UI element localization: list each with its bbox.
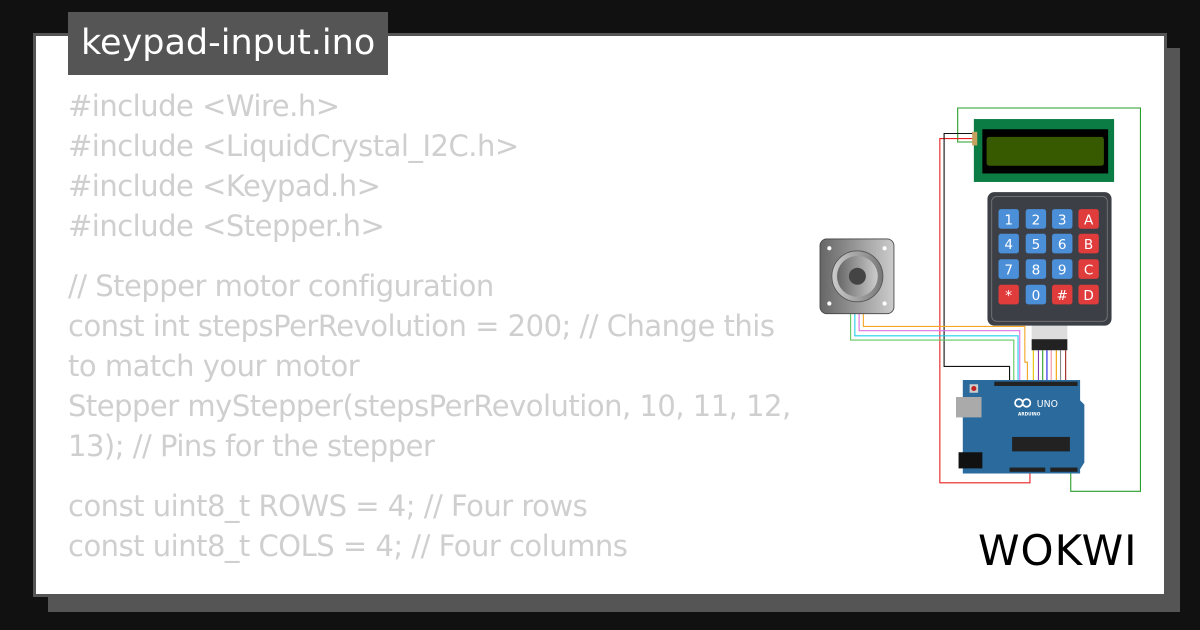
key-label: B xyxy=(1084,237,1093,253)
code-line: const uint8_t COLS = 4; // Four columns xyxy=(68,529,628,563)
code-line: #include <Wire.h> xyxy=(68,89,340,123)
wires xyxy=(850,107,1142,492)
key-label: # xyxy=(1057,288,1068,304)
arduino-uno[interactable]: UNO ARDUINO xyxy=(956,380,1085,474)
power-jack xyxy=(958,452,983,469)
code-preview: #include <Wire.h> #include <LiquidCrystal… xyxy=(68,86,808,566)
wire-cyan-motor xyxy=(854,313,1019,384)
keypad-key[interactable]: 4 xyxy=(998,233,1019,254)
stepper-motor[interactable] xyxy=(819,238,895,315)
keypad-key[interactable]: B xyxy=(1078,233,1099,254)
key-label: D xyxy=(1083,288,1093,304)
keypad-key[interactable]: 3 xyxy=(1052,209,1073,229)
usb-port xyxy=(956,397,982,418)
key-label: 5 xyxy=(1032,237,1041,253)
code-line: #include <LiquidCrystal_I2C.h> xyxy=(68,129,519,163)
key-label: 3 xyxy=(1058,212,1067,228)
code-line: #include <Stepper.h> xyxy=(68,209,385,243)
keypad-key[interactable]: 5 xyxy=(1025,233,1047,254)
keypad-key[interactable]: 8 xyxy=(1025,259,1047,279)
wire-green-motor xyxy=(850,313,1015,384)
code-line: Stepper myStepper(stepsPerRevolution, 10… xyxy=(68,389,800,463)
keypad-key[interactable]: 0 xyxy=(1025,284,1047,305)
wire-green-sda xyxy=(957,107,1142,492)
keypad-key[interactable]: 2 xyxy=(1025,209,1047,229)
keypad-key[interactable]: 7 xyxy=(998,259,1019,279)
key-label: 8 xyxy=(1032,263,1041,279)
key-label: 7 xyxy=(1004,263,1013,279)
key-label: 4 xyxy=(1004,237,1013,253)
keypad-key[interactable]: 9 xyxy=(1052,259,1073,279)
wire-pink-motor xyxy=(858,313,1021,384)
uno-label: UNO xyxy=(1037,399,1058,410)
keypad-key[interactable]: 1 xyxy=(998,209,1019,229)
key-label: 6 xyxy=(1058,237,1067,253)
code-line: #include <Keypad.h> xyxy=(68,169,381,203)
keypad-key[interactable]: D xyxy=(1078,284,1099,305)
wire-black-gnd xyxy=(943,132,1011,384)
keypad-key[interactable]: * xyxy=(998,284,1019,305)
keypad-key[interactable]: # xyxy=(1052,284,1073,305)
file-title: keypad-input.ino xyxy=(68,12,389,75)
keypad-key[interactable]: 6 xyxy=(1052,233,1073,254)
wokwi-logo: WOKWI xyxy=(978,526,1138,575)
key-label: A xyxy=(1084,212,1094,228)
key-label: 0 xyxy=(1032,288,1041,304)
key-label: 2 xyxy=(1032,212,1041,228)
code-line: // Stepper motor configuration xyxy=(68,269,494,303)
reset-button xyxy=(971,385,977,392)
arduino-label: ARDUINO xyxy=(1018,412,1041,418)
keypad-key[interactable]: C xyxy=(1078,259,1099,279)
code-line: const int stepsPerRevolution = 200; // C… xyxy=(68,309,784,383)
lcd-display[interactable] xyxy=(972,119,1115,182)
wire-red-vcc xyxy=(939,138,1031,484)
key-label: 1 xyxy=(1004,212,1013,228)
code-line: const uint8_t ROWS = 4; // Four rows xyxy=(68,489,588,523)
key-label: C xyxy=(1084,263,1094,279)
keypad-key[interactable]: A xyxy=(1078,209,1099,229)
keypad[interactable]: 1 2 3 A 4 5 6 B 7 8 9 C * 0 # D xyxy=(987,192,1112,351)
wire-orange-motor xyxy=(862,313,1028,384)
key-label: 9 xyxy=(1058,263,1067,279)
key-label: * xyxy=(1005,288,1012,304)
